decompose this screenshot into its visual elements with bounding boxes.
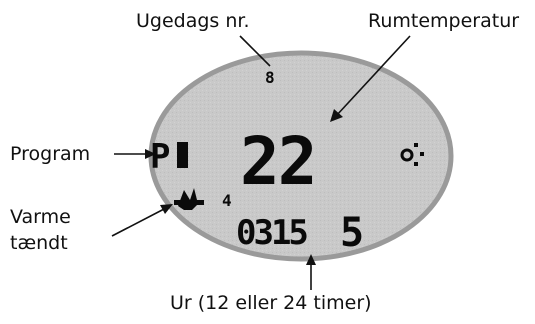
temperature-arrowhead xyxy=(330,109,343,122)
program-label: Program xyxy=(10,143,91,165)
lcd-clock-value: 0315 xyxy=(236,213,307,253)
flame-icon xyxy=(174,188,204,210)
lcd-clock-suffix: 5 xyxy=(340,210,364,256)
room-temperature-label: Rumtemperatur xyxy=(368,10,520,32)
lcd-temperature: 22 xyxy=(240,123,315,200)
lcd-weekday-number: 8 xyxy=(265,68,275,87)
temperature-leader-line xyxy=(335,35,411,117)
weekday-label: Ugedags nr. xyxy=(136,10,250,32)
heating-on-label-line1: Varme xyxy=(10,206,71,228)
heating-on-label-line2: tændt xyxy=(10,232,68,254)
lcd-clock-small: 4 xyxy=(222,191,232,210)
lcd-program-code: P xyxy=(150,137,170,177)
clock-arrowhead xyxy=(306,254,316,265)
heating-arrowhead xyxy=(160,204,173,214)
lcd-program-block xyxy=(177,142,188,168)
sun-icon xyxy=(400,143,424,166)
weekday-leader-line xyxy=(239,35,271,67)
clock-label: Ur (12 eller 24 timer) xyxy=(170,292,372,314)
heating-leader-line xyxy=(111,207,167,237)
program-arrowhead xyxy=(145,149,156,159)
